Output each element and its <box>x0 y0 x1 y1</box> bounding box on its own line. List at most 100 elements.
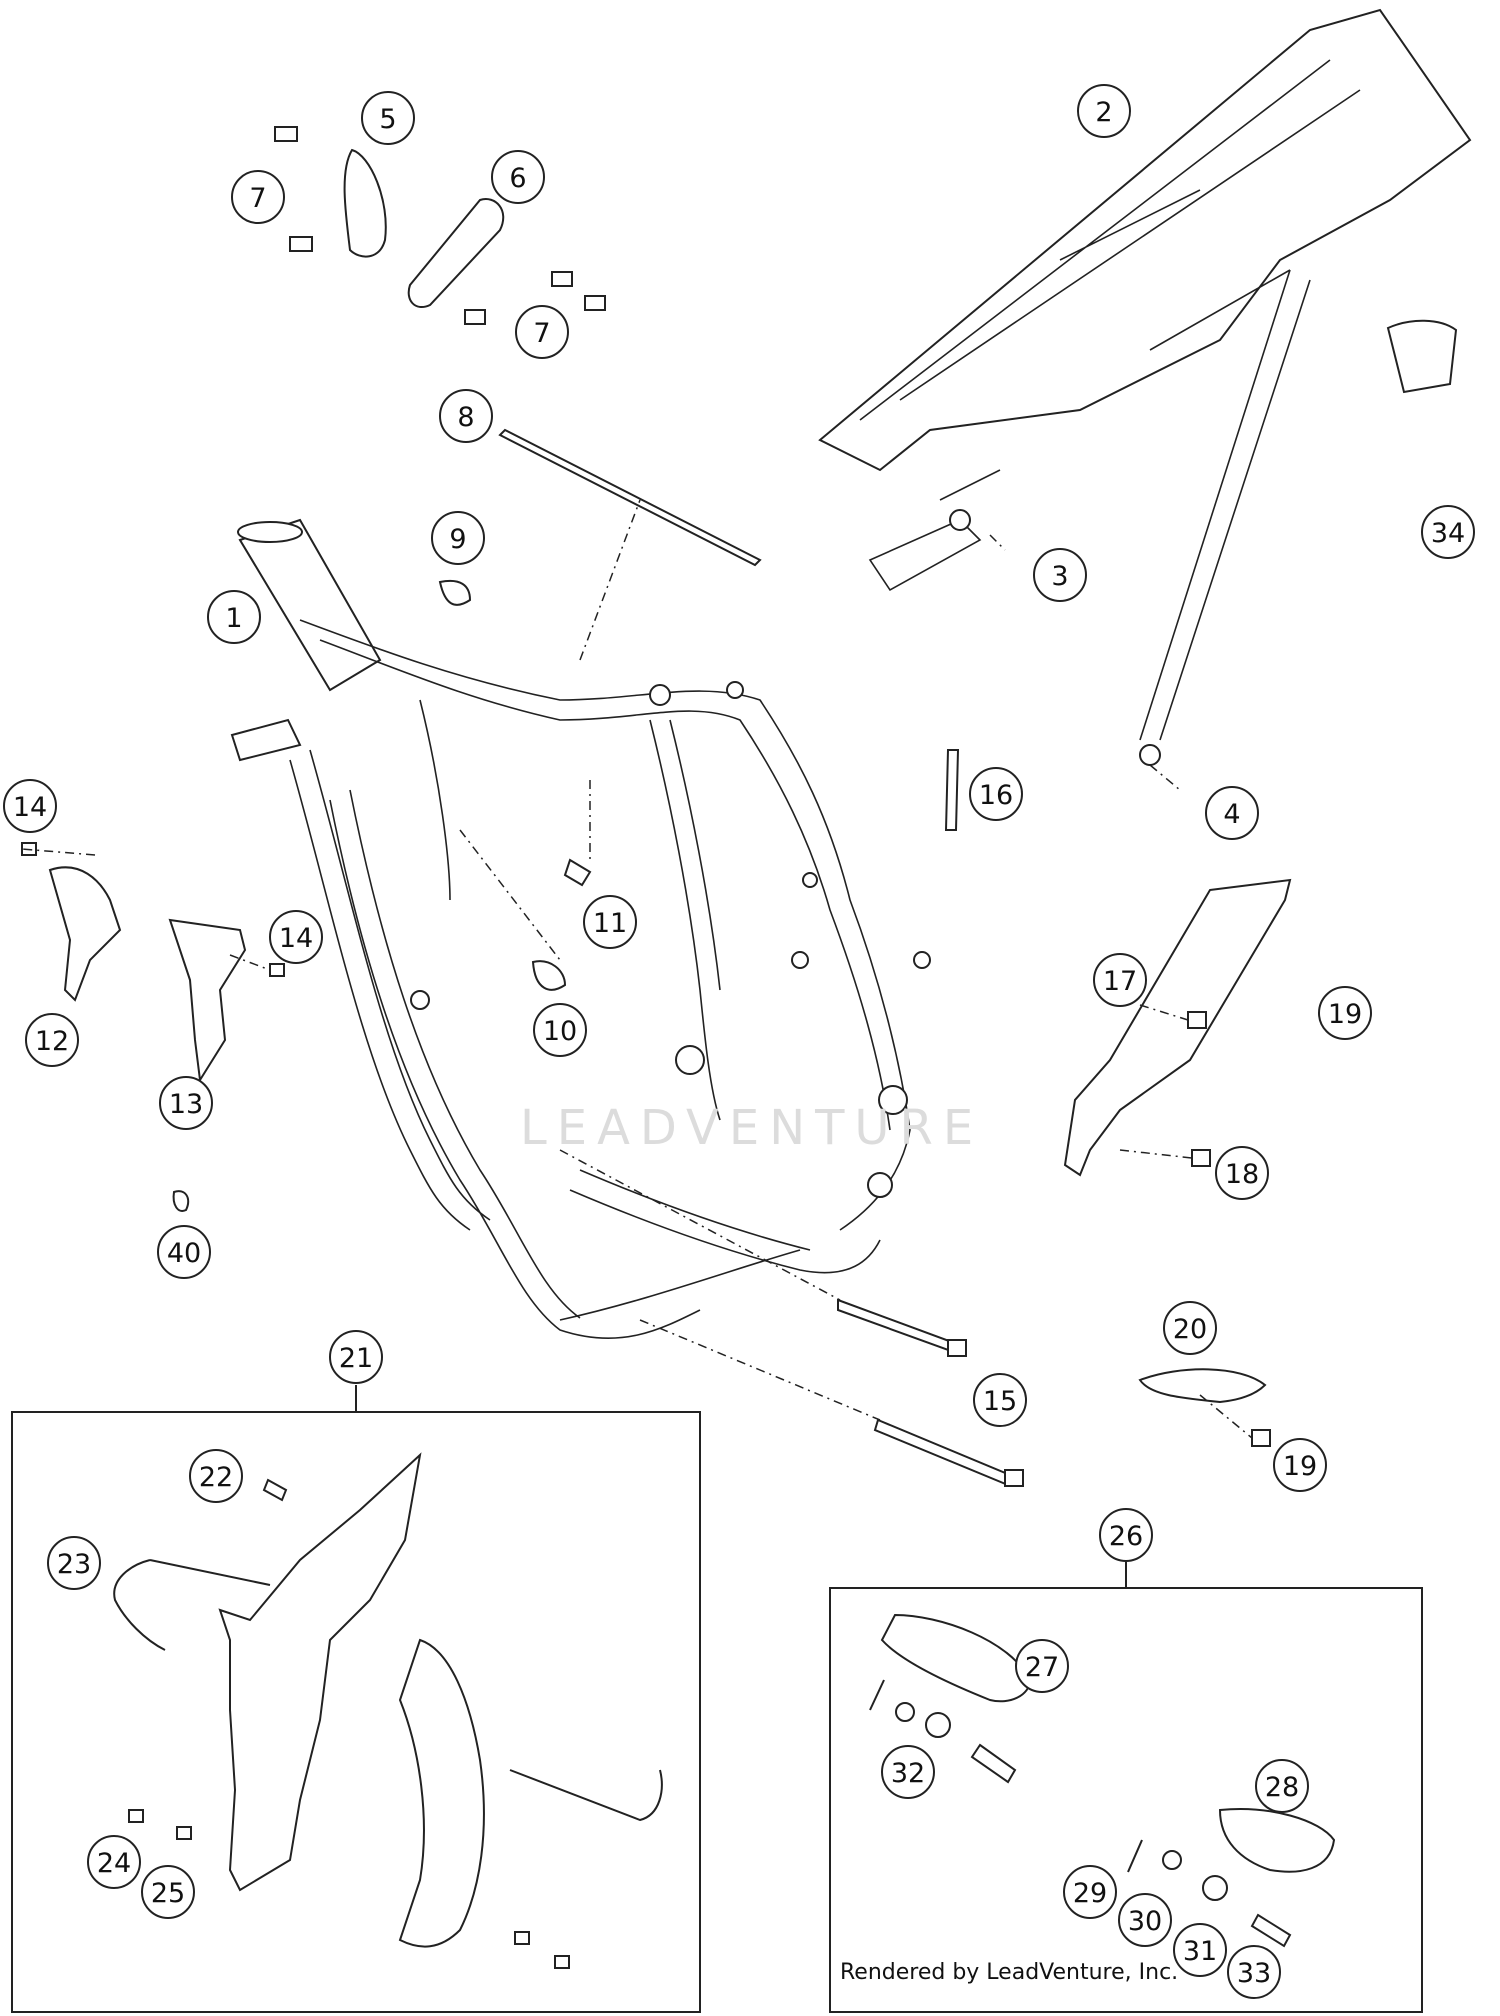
svg-text:4: 4 <box>1223 799 1240 830</box>
svg-text:2: 2 <box>1095 97 1112 128</box>
part-19-bolt-a <box>1187 1011 1207 1029</box>
part-33-pin <box>1250 1913 1292 1948</box>
kit-box-21 <box>11 1411 701 2013</box>
callout-6: 6 <box>491 150 545 204</box>
svg-text:25: 25 <box>151 1878 185 1909</box>
svg-text:34: 34 <box>1431 518 1465 549</box>
part-11-clip <box>563 858 592 887</box>
callout-7: 7 <box>231 170 285 224</box>
svg-text:7: 7 <box>533 318 550 349</box>
svg-text:13: 13 <box>169 1089 203 1120</box>
part-31-spring <box>1202 1875 1228 1901</box>
callout-15: 15 <box>973 1373 1027 1427</box>
part-7-bolt-d <box>584 295 606 311</box>
part-30-washer-b <box>1162 1850 1182 1870</box>
part-15-nut-a <box>947 1339 967 1357</box>
part-19-bolt-b <box>1251 1429 1271 1447</box>
callout-1: 1 <box>207 590 261 644</box>
callout-33: 33 <box>1227 1945 1281 1999</box>
part-25-screw <box>176 1826 192 1840</box>
part-24-screw <box>128 1809 144 1823</box>
callout-26: 26 <box>1099 1508 1153 1562</box>
callout-34: 34 <box>1421 505 1475 559</box>
svg-text:33: 33 <box>1237 1958 1271 1989</box>
callout-19b: 19 <box>1273 1438 1327 1492</box>
part-7-bolt-c <box>551 271 573 287</box>
svg-text:14: 14 <box>13 792 47 823</box>
callout-31: 31 <box>1173 1923 1227 1977</box>
svg-text:18: 18 <box>1225 1159 1259 1190</box>
part-21-shroud <box>218 1452 422 1892</box>
part-6-bracket <box>407 198 505 308</box>
svg-text:17: 17 <box>1103 966 1137 997</box>
part-15-nut-b <box>1004 1469 1024 1487</box>
svg-text:40: 40 <box>167 1238 201 1269</box>
part-21-screw-b <box>554 1955 570 1969</box>
rear-subframe <box>818 8 1472 766</box>
part-15-bolt-b <box>873 1418 1012 1487</box>
svg-text:12: 12 <box>35 1026 69 1057</box>
callout-9: 9 <box>431 511 485 565</box>
part-21-guard <box>398 1638 485 1948</box>
callouts: 1 2 3 4 5 6 7 7 8 9 10 11 12 13 14 14 15… <box>3 84 1475 1999</box>
leader-lines <box>21 499 1253 1439</box>
callout-3: 3 <box>1033 548 1087 602</box>
svg-text:10: 10 <box>543 1016 577 1047</box>
svg-text:1: 1 <box>225 603 242 634</box>
svg-text:9: 9 <box>449 524 466 555</box>
svg-text:6: 6 <box>509 163 526 194</box>
part-18-bolt <box>1191 1149 1211 1167</box>
callout-25: 25 <box>141 1865 195 1919</box>
part-34-cover <box>1386 319 1458 394</box>
part-5-bracket <box>343 148 387 258</box>
callout-28: 28 <box>1255 1759 1309 1813</box>
svg-text:31: 31 <box>1183 1936 1217 1967</box>
svg-text:22: 22 <box>199 1462 233 1493</box>
callout-8: 8 <box>439 389 493 443</box>
part-10-clip <box>531 960 567 991</box>
svg-text:14: 14 <box>279 923 313 954</box>
callout-29: 29 <box>1063 1865 1117 1919</box>
svg-text:11: 11 <box>593 908 627 939</box>
svg-text:29: 29 <box>1073 1878 1107 1909</box>
bolt-parts <box>21 126 1458 1487</box>
callout-30: 30 <box>1118 1893 1172 1947</box>
part-23-wire <box>113 1559 271 1651</box>
svg-text:30: 30 <box>1128 1906 1162 1937</box>
part-13-guard <box>168 918 247 1083</box>
part-28-footpeg <box>1218 1808 1336 1873</box>
callout-27: 27 <box>1015 1639 1069 1693</box>
part-27-footpeg <box>880 1613 1032 1703</box>
callout-24: 24 <box>87 1835 141 1889</box>
svg-text:5: 5 <box>379 104 396 135</box>
part-20-guide <box>1138 1368 1267 1404</box>
main-frame <box>230 518 931 1340</box>
part-22-clip <box>262 1478 288 1502</box>
watermark: LEADVENTURE <box>520 1100 984 1156</box>
part-12-guard <box>48 866 122 1002</box>
callout-4: 4 <box>1205 786 1259 840</box>
callout-7b: 7 <box>515 305 569 359</box>
part-40-clip <box>172 1190 190 1212</box>
svg-text:15: 15 <box>983 1386 1017 1417</box>
svg-text:3: 3 <box>1051 561 1068 592</box>
kit-21-parts <box>113 1452 663 1969</box>
part-21-screw-a <box>514 1931 530 1945</box>
part-29-pin-a <box>869 1679 885 1711</box>
callout-23: 23 <box>47 1536 101 1590</box>
part-7-bolt-b <box>289 236 313 252</box>
svg-text:8: 8 <box>457 402 474 433</box>
callout-5: 5 <box>361 91 415 145</box>
part-32-pin <box>970 1743 1017 1784</box>
credit-line: Rendered by LeadVenture, Inc. <box>840 1960 1179 1985</box>
callout-14: 14 <box>3 779 57 833</box>
svg-text:20: 20 <box>1173 1314 1207 1345</box>
svg-text:24: 24 <box>97 1848 131 1879</box>
callout-10: 10 <box>533 1003 587 1057</box>
svg-text:21: 21 <box>339 1343 373 1374</box>
callout-13: 13 <box>159 1076 213 1130</box>
svg-text:26: 26 <box>1109 1521 1143 1552</box>
svg-text:7: 7 <box>249 183 266 214</box>
svg-text:27: 27 <box>1025 1652 1059 1683</box>
